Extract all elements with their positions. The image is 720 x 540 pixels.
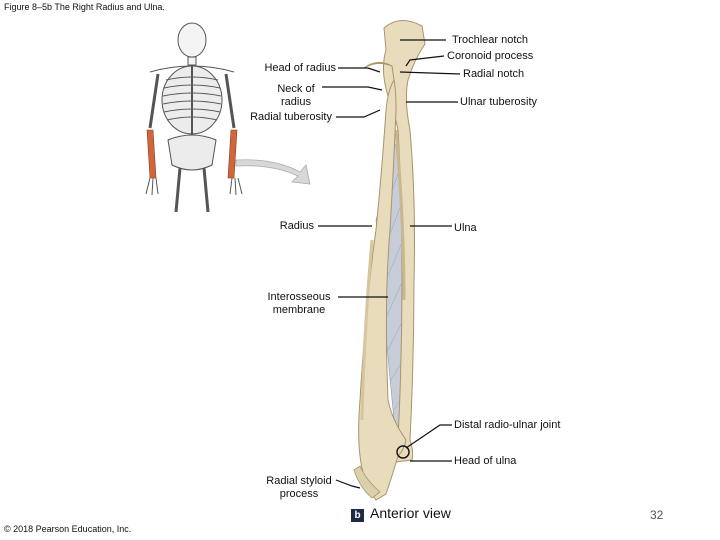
page-number: 32 (650, 508, 664, 522)
forearm-highlight (146, 129, 238, 179)
label-radial-styloid-process: Radial styloid process (256, 475, 342, 501)
label-ulnar-tuberosity: Ulnar tuberosity (460, 96, 538, 108)
copyright-notice: © 2018 Pearson Education, Inc. (4, 524, 132, 534)
label-interosseous-membrane: Interosseous membrane (258, 291, 340, 317)
label-neck-of-radius: Neck of radius (262, 83, 330, 109)
label-neck-of-radius-line1: Neck of (277, 83, 315, 95)
radius-bone (358, 62, 407, 501)
label-interosseous-line1: Interosseous (267, 291, 331, 303)
zoom-arrow (235, 159, 311, 185)
label-head-of-ulna: Head of ulna (454, 455, 517, 467)
label-interosseous-line2: membrane (272, 304, 326, 316)
label-radial-styloid-line1: Radial styloid (266, 475, 332, 487)
view-title: Anterior view (370, 505, 451, 521)
label-ulna: Ulna (454, 222, 477, 234)
label-radial-notch: Radial notch (463, 68, 525, 80)
view-badge: b (351, 509, 364, 522)
label-radial-styloid-line2: process (279, 488, 319, 500)
label-neck-of-radius-line2: radius (281, 96, 311, 108)
label-radius: Radius (279, 220, 314, 232)
label-radial-tuberosity: Radial tuberosity (250, 111, 332, 123)
label-coronoid-process: Coronoid process (447, 50, 534, 62)
figure-caption: Figure 8–5b The Right Radius and Ulna. (4, 2, 165, 12)
leader-lines (318, 39, 461, 489)
skeleton-thumbnail (145, 22, 243, 213)
distal-radioulnar-joint-marker (396, 445, 410, 459)
label-distal-radio-ulnar-joint: Distal radio-ulnar joint (454, 419, 561, 431)
label-head-of-radius: Head of radius (264, 62, 336, 74)
label-trochlear-notch: Trochlear notch (452, 34, 529, 46)
